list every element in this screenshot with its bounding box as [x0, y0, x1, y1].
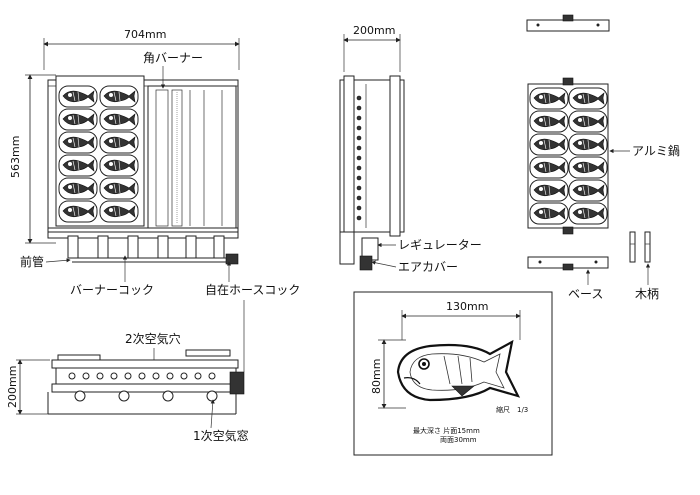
label-wooden-handle: 木柄 [635, 287, 659, 301]
label-square-burner: 角バーナー [143, 51, 203, 65]
label-air-cover: エアカバー [398, 260, 458, 274]
dim-height-bottom: 200mm [6, 366, 19, 408]
label-front-pipe: 前管 [20, 254, 44, 269]
label-base: ベース [568, 287, 603, 301]
dim-mold-height: 80mm [370, 359, 383, 394]
label-hose-cock: 自在ホースコック [205, 283, 300, 297]
label-secondary-air-hole: 2次空気穴 [125, 331, 181, 346]
dim-width-front: 704mm [124, 28, 166, 41]
mold-plate-view: アルミ鍋 ベース 木柄 [526, 14, 680, 301]
fish-outline [396, 339, 521, 402]
side-rivets [356, 95, 362, 221]
label-primary-air-window: 1次空気窓 [193, 428, 249, 443]
mold-detail: 130mm 80mm 縮尺 1/3 最大深さ 片面15mm 両面30mm [353, 291, 553, 456]
front-view: 704mm 563mm 角バーナー [9, 28, 300, 297]
dim-width-side: 200mm [353, 24, 395, 37]
dim-height-front: 563mm [9, 136, 22, 178]
label-burner-cock: バーナーコック [70, 283, 154, 297]
label-regulator: レギュレーター [398, 238, 482, 252]
air-holes [68, 372, 216, 380]
bottom-view: 2次空気穴 200mm [6, 300, 249, 443]
mold-depth-line2: 両面30mm [440, 436, 477, 444]
side-view: 200mm レギュレーター エアカバー [339, 24, 482, 274]
mold-scale: 縮尺 1/3 [496, 405, 528, 414]
label-aluminum-mold: アルミ鍋 [632, 143, 680, 158]
dim-mold-width: 130mm [446, 300, 488, 313]
mold-depth-line1: 最大深さ 片面15mm [413, 426, 480, 435]
